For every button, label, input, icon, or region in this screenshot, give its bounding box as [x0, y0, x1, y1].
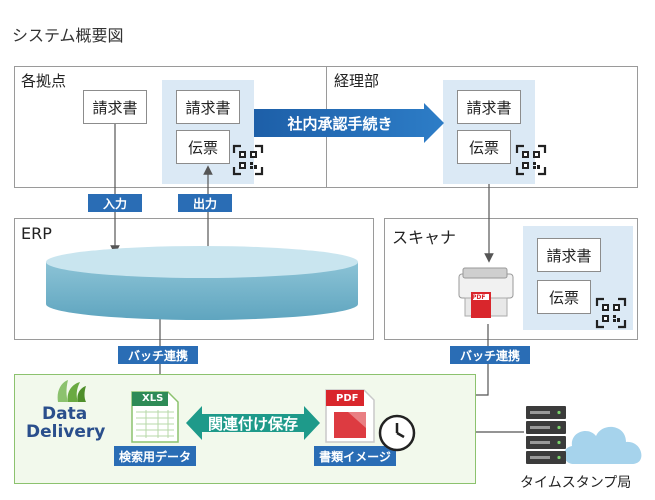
scanner-invoice-doc: 請求書 [537, 238, 601, 272]
scanner-pdf-label: PDF [472, 294, 486, 301]
branch-invoice-doc-2: 請求書 [176, 90, 240, 124]
approval-arrow [254, 103, 444, 143]
data-delivery-brand-line2: Delivery [26, 422, 106, 442]
batch-tag-erp: バッチ連携 [118, 346, 198, 364]
xls-file-icon [131, 391, 179, 443]
approval-label: 社内承認手続き [287, 114, 393, 133]
accounting-invoice-doc: 請求書 [457, 90, 521, 124]
database-icon [46, 246, 358, 320]
clock-icon [378, 414, 416, 452]
erp-label: ERP [21, 224, 52, 243]
scanner-label: スキャナ [392, 228, 457, 247]
data-delivery-brand-line1: Data [42, 404, 88, 424]
cloud-icon [563, 426, 642, 464]
branch-slip-doc: 伝票 [176, 130, 230, 164]
xls-label: XLS [142, 393, 164, 404]
link-save-arrow [186, 406, 320, 440]
batch-tag-scanner: バッチ連携 [450, 346, 530, 364]
pdf-file-icon [325, 389, 375, 443]
qr-code-icon [515, 144, 547, 176]
timestamp-authority-label: タイムスタンプ局 [520, 475, 632, 491]
branch-invoice-doc: 請求書 [83, 90, 147, 124]
server-icon [526, 406, 566, 464]
scanner-slip-doc: 伝票 [537, 280, 591, 314]
scanner-icon [458, 267, 514, 318]
data-delivery-logo-icon [57, 380, 86, 402]
document-image-label: 書類イメージ [314, 446, 396, 466]
input-tag: 入力 [88, 194, 142, 212]
accounting-label: 経理部 [334, 72, 380, 90]
output-tag: 出力 [178, 194, 232, 212]
accounting-slip-doc: 伝票 [457, 130, 511, 164]
branch-label: 各拠点 [21, 72, 67, 90]
qr-code-icon [232, 144, 264, 176]
search-data-label: 検索用データ [114, 446, 196, 466]
page-title: システム概要図 [12, 26, 124, 45]
pdf-label: PDF [336, 393, 359, 404]
link-save-label: 関連付け保存 [207, 414, 298, 433]
qr-code-icon [595, 297, 627, 329]
